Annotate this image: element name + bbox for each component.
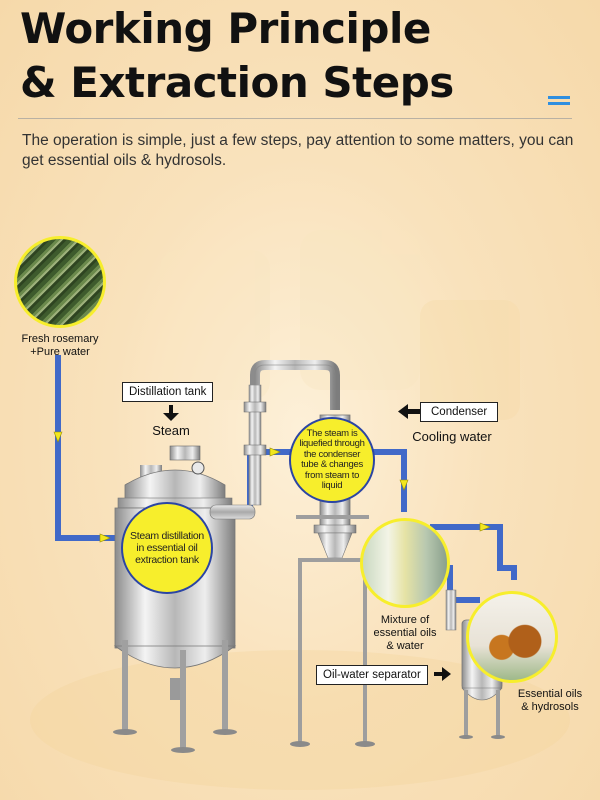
separator-label: Oil-water separator: [316, 665, 428, 685]
condenser-label: Condenser: [420, 402, 499, 422]
mixture-label: Mixture of essential oils & water: [373, 614, 437, 652]
bubble-steam-distillation: Steam distillation in essential oil extr…: [121, 502, 213, 594]
flow-arrows: [53, 431, 491, 543]
mixture-photo: [360, 518, 450, 608]
label-arrows: [163, 404, 451, 681]
title-divider: [18, 118, 572, 119]
title-line-2: & Extraction Steps: [20, 58, 454, 107]
bubble-condensation: The steam is liquefied through the conde…: [289, 417, 375, 503]
products-label: Essential oils & hydrosols: [517, 688, 583, 713]
cooling-water-label: Cooling water: [412, 429, 492, 444]
raw-material-label: Fresh rosemary +Pure water: [21, 333, 99, 358]
products-photo: [466, 591, 558, 683]
title-line-1: Working Principle: [20, 4, 431, 53]
page-title: Working Principle & Extraction Steps: [20, 2, 454, 110]
steam-label: Steam: [152, 423, 190, 438]
rosemary-photo: [14, 236, 106, 328]
subtitle: The operation is simple, just a few step…: [22, 132, 574, 169]
menu-icon[interactable]: [548, 96, 570, 108]
distillation-tank-label: Distillation tank: [122, 382, 214, 402]
